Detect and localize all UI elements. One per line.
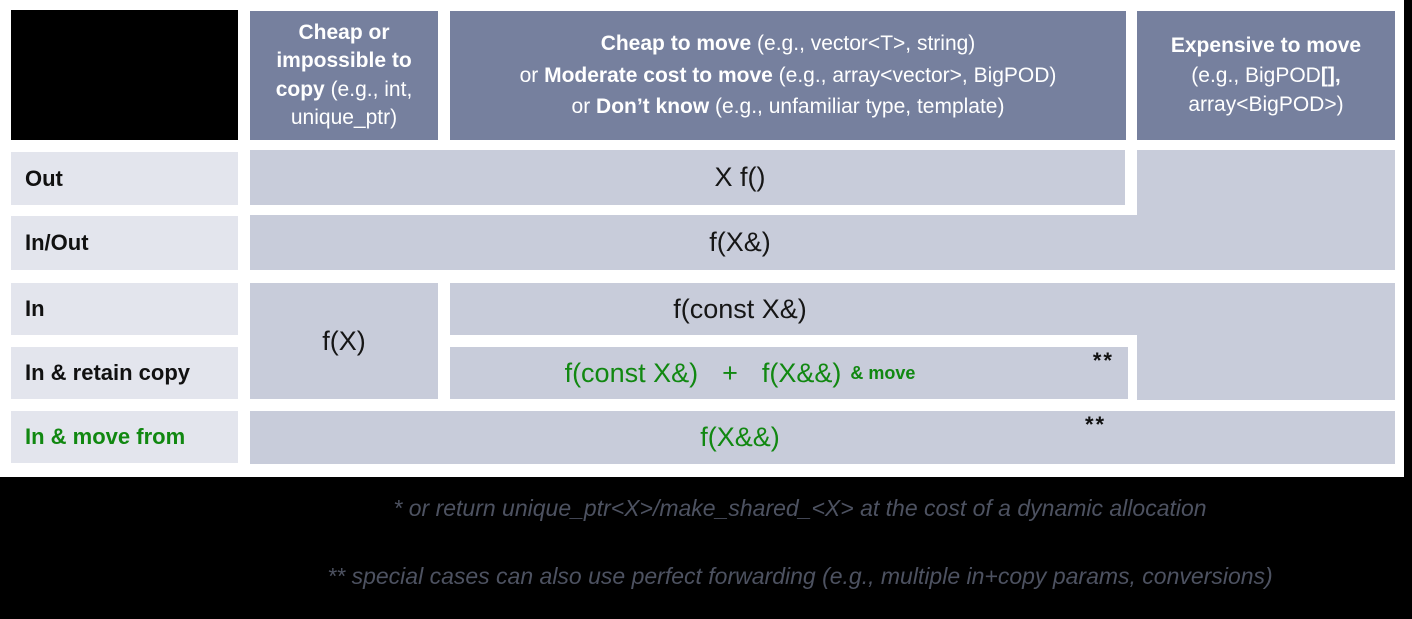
header-expensive-to-move: Expensive to move (e.g., BigPOD[], array… xyxy=(1137,11,1395,140)
cell-in-by-value: f(X) xyxy=(250,283,438,399)
cell-in-constref-text: f(const X&) xyxy=(673,293,807,324)
header-col2-line2: or Moderate cost to move (e.g., array<ve… xyxy=(519,63,1057,87)
movefrom-double-asterisk-footmark: ** xyxy=(1085,412,1107,437)
row-label-in-retain-copy: In & retain copy xyxy=(11,347,238,399)
footnote-dynamic-allocation: * or return unique_ptr<X>/make_shared_<X… xyxy=(393,495,1207,521)
header-col3-line1: Expensive to move xyxy=(1170,34,1362,58)
footnote-perfect-forwarding: ** special cases can also use perfect fo… xyxy=(327,563,1273,589)
row-label-in-out: In/Out xyxy=(11,216,238,270)
cell-out-text: X f() xyxy=(714,162,766,192)
cell-out-return-value: X f() xyxy=(250,150,1125,205)
retain-double-asterisk-footmark: ** xyxy=(1092,348,1114,373)
cell-in-move-from-rvalue-ref: f(X&&) ** xyxy=(250,411,1395,464)
row-label-in: In xyxy=(11,283,238,335)
header-col2-line1: Cheap to move (e.g., vector<T>, string) xyxy=(600,32,976,56)
row-label-out: Out xyxy=(11,152,238,205)
cell-retain-text: f(const X&)+f(X&&)& move xyxy=(564,357,916,388)
header-col1-text: Cheap or impossible to copy (e.g., int, … xyxy=(275,20,413,129)
row-label-in-move-from: In & move from xyxy=(11,411,238,463)
header-col3-line3: array<BigPOD>) xyxy=(1188,93,1344,117)
cell-expensive-in-connector xyxy=(1137,283,1395,400)
right-edge-black-bar xyxy=(1404,0,1412,619)
cell-inout-reference: f(X&) xyxy=(250,215,1395,270)
header-col2-line3: or Don’t know (e.g., unfamiliar type, te… xyxy=(571,95,1005,119)
corner-black-box xyxy=(11,10,238,140)
cell-movefrom-text: f(X&&) xyxy=(700,422,780,452)
header-col3-line2: (e.g., BigPOD[], xyxy=(1191,63,1341,87)
cell-inout-text: f(X&) xyxy=(709,227,771,257)
cell-expensive-out-connector xyxy=(1137,150,1395,216)
footnote-panel: * or return unique_ptr<X>/make_shared_<X… xyxy=(0,477,1412,619)
cell-in-retain-copy-overloads: f(const X&)+f(X&&)& move ** xyxy=(450,347,1128,399)
header-cheap-or-moderate-or-dont-know: Cheap to move (e.g., vector<T>, string) … xyxy=(450,11,1126,140)
header-cheap-or-impossible-to-copy: Cheap or impossible to copy (e.g., int, … xyxy=(250,11,438,140)
